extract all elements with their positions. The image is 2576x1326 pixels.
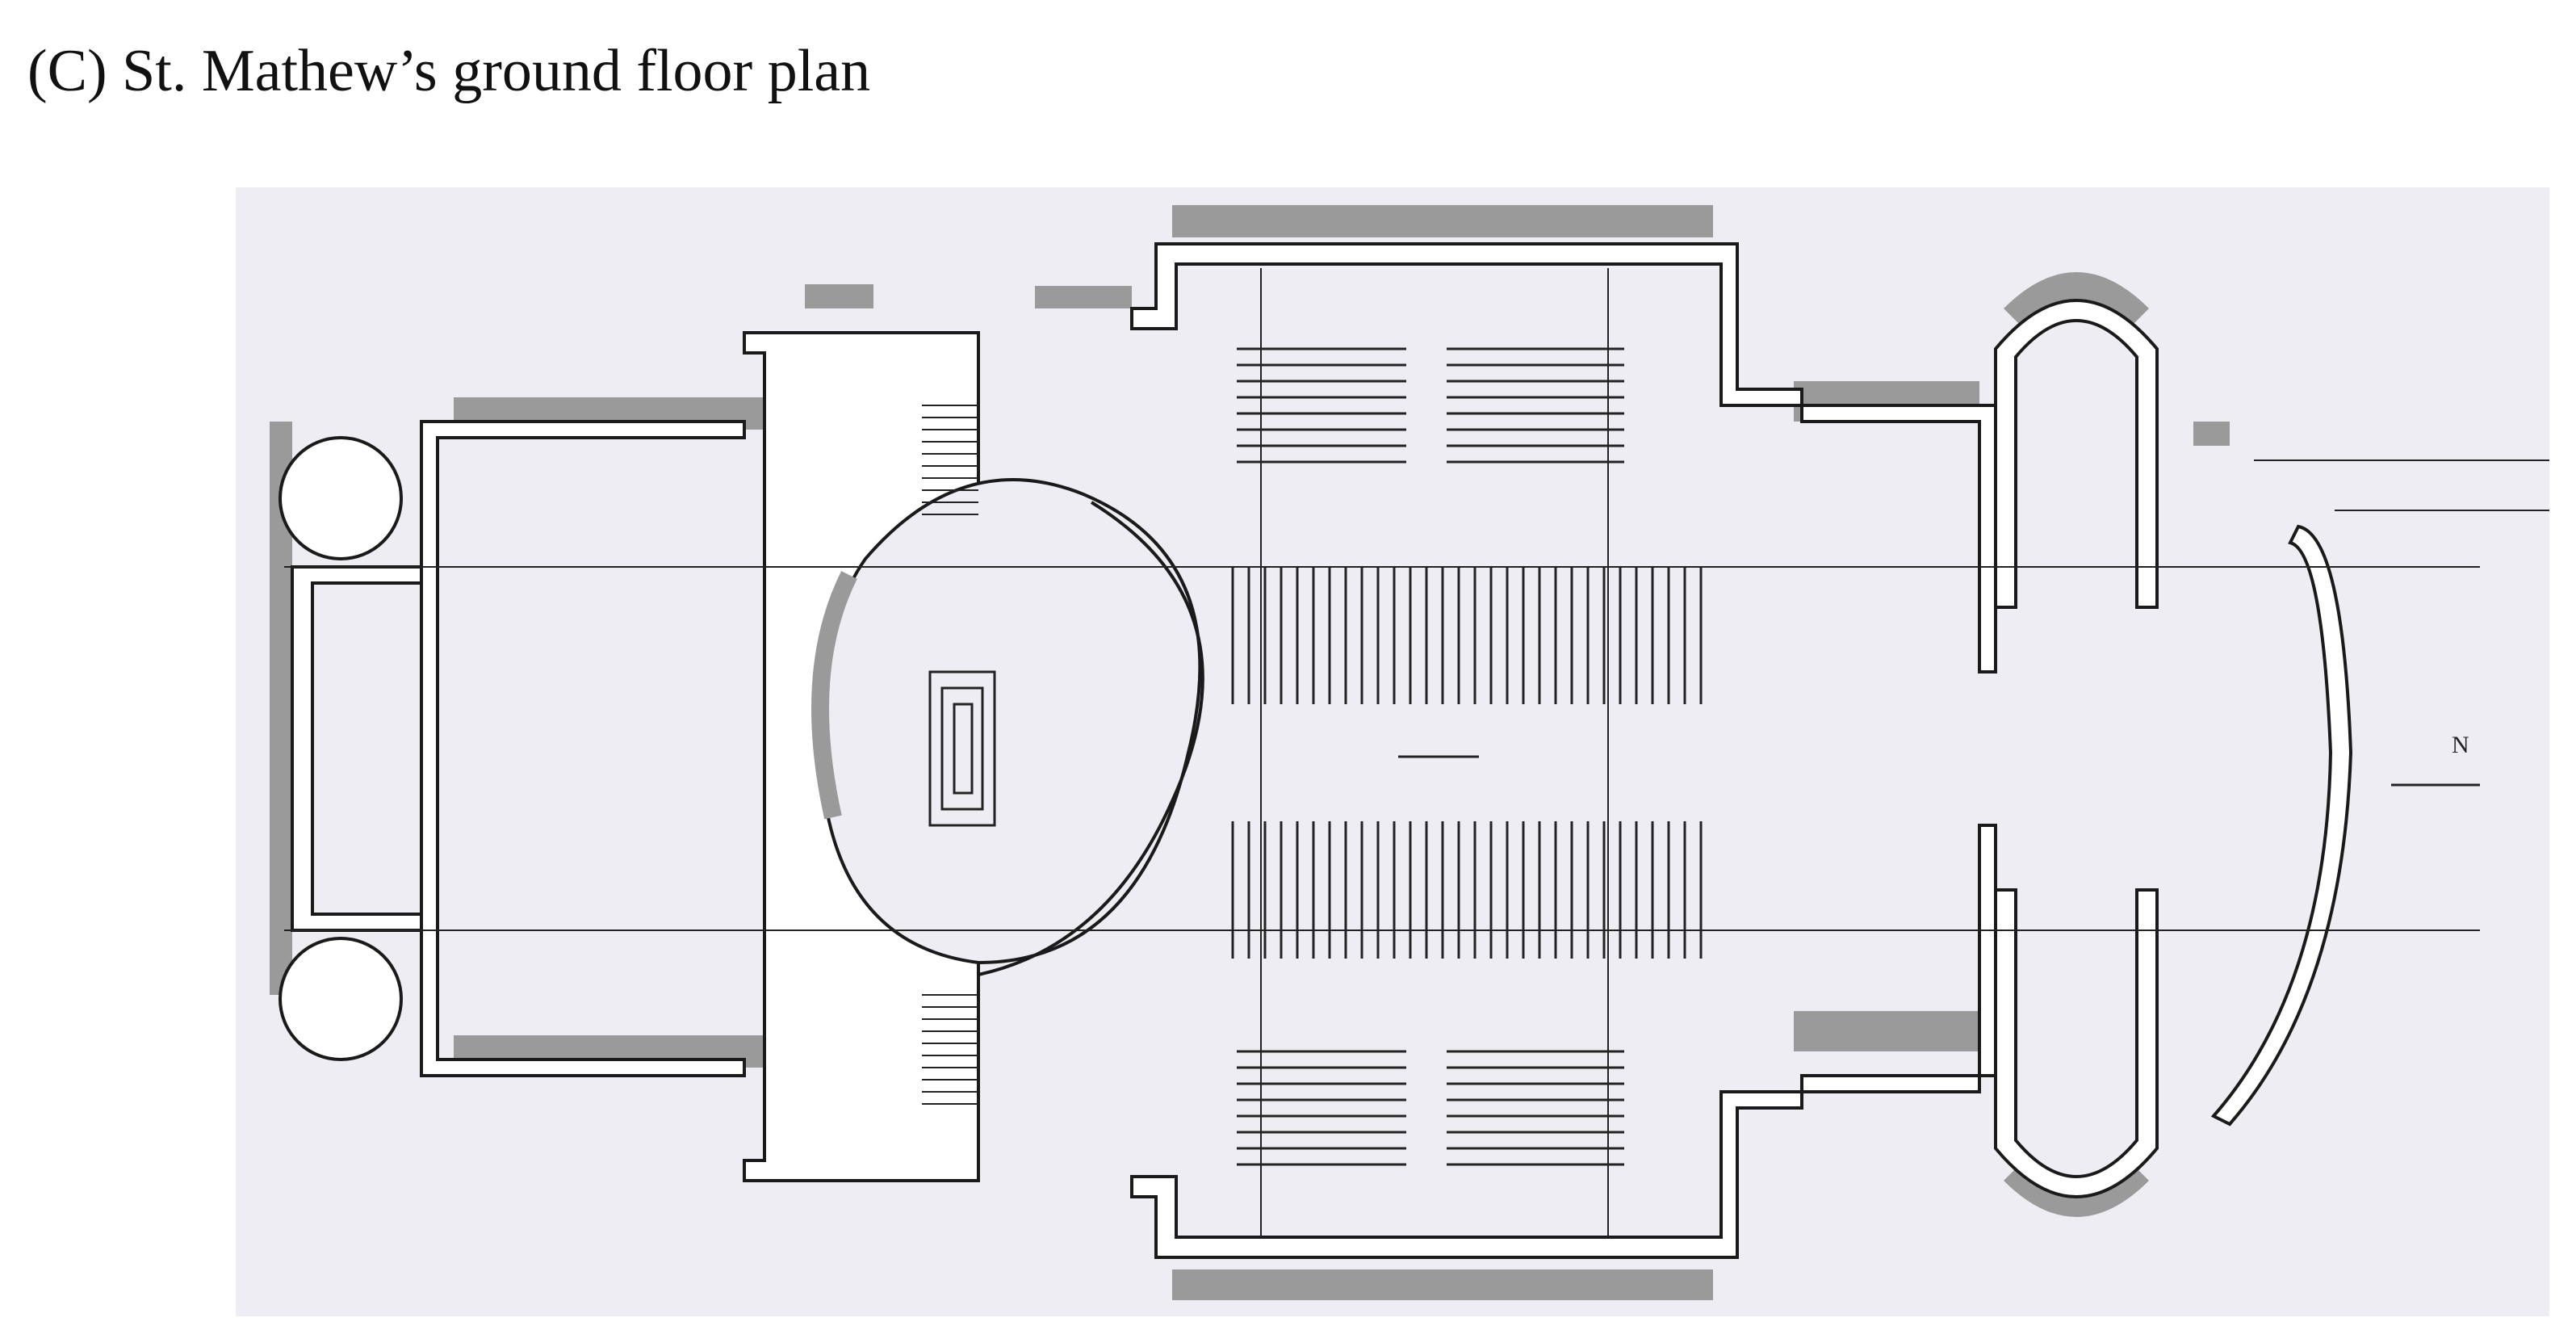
- pews-south: [1231, 821, 1703, 959]
- compass-mark: N: [2452, 732, 2469, 758]
- pews-north: [1231, 567, 1703, 704]
- pews-aisle-north: [1237, 347, 1624, 464]
- pews-aisle-south: [1237, 1050, 1624, 1166]
- plan-background: [236, 187, 2549, 1316]
- figure-caption: (C) St. Mathew’s ground floor plan: [27, 38, 871, 104]
- staircases: [922, 405, 978, 1105]
- floor-plan-drawing: N: [236, 187, 2549, 1316]
- floor-plan: N: [236, 187, 2549, 1316]
- apse: [811, 478, 1204, 976]
- altar-steps: [928, 670, 996, 827]
